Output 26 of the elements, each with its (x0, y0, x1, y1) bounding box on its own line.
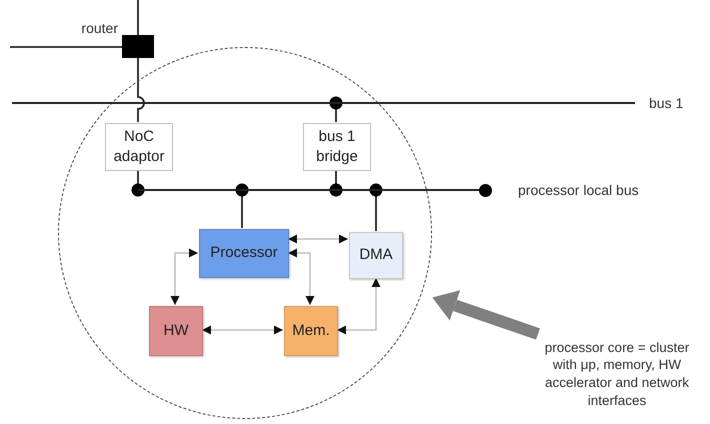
component-box: HW (149, 306, 203, 356)
cluster-outline (58, 47, 432, 419)
connector-line (10, 46, 122, 48)
double-arrow (288, 248, 314, 305)
double-arrow (337, 278, 380, 334)
component-box: Processor (199, 229, 289, 278)
connector-line (370, 184, 382, 231)
double-arrow (202, 326, 283, 334)
annotation-text: processor core = cluster with μp, memory, HW accelerator and network interfaces (532, 334, 702, 414)
pointer-arrow (432, 290, 540, 340)
connector-line (236, 184, 248, 228)
router-block (122, 35, 154, 58)
double-arrow (170, 248, 198, 305)
component-box: Mem. (284, 306, 338, 356)
router-label: router (81, 20, 118, 36)
bus-label: bus 1 (649, 95, 684, 111)
connector-line (330, 170, 342, 196)
double-arrow (288, 234, 348, 244)
bus-label: processor local bus (518, 182, 639, 198)
connector-line (132, 170, 144, 196)
connector-line (137, 58, 145, 122)
connector-line (330, 96, 342, 122)
component-box: NoC adaptor (105, 123, 173, 171)
component-box: bus 1 bridge (303, 123, 371, 171)
connector-line (137, 0, 139, 35)
component-box: DMA (349, 232, 403, 279)
